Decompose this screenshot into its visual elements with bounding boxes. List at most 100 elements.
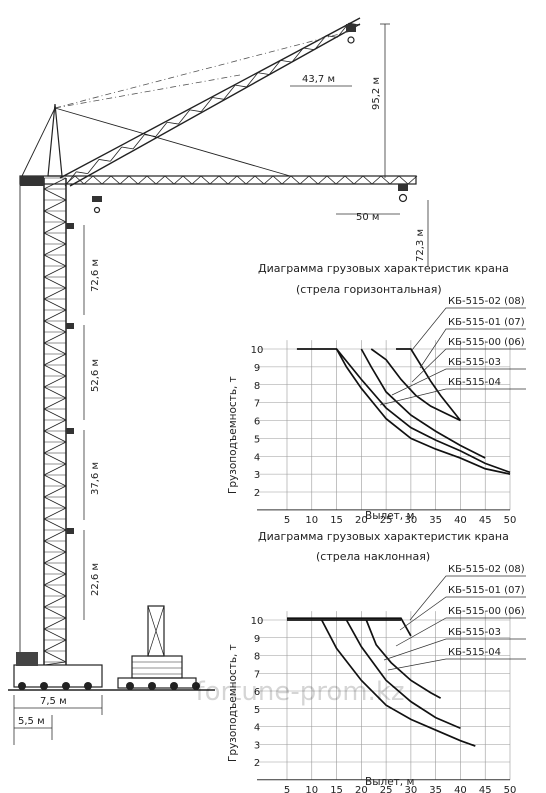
horizontal-jib-brace [299,175,310,185]
tower-brace [43,287,67,300]
legend-entry: КБ-515-01 (07) [448,585,525,596]
horizontal-jib-brace [380,175,391,185]
height-inclined-label: 95,2 м [371,77,382,110]
base-width-label: 5,5 м [18,716,45,727]
inclined-jib-lattice [64,22,361,187]
inclined-jib-bottom-chord [69,23,361,187]
tower-brace [43,188,67,201]
tower-brace [43,276,67,289]
tower-brace [43,265,67,278]
tower-brace [43,243,67,256]
inclined-jib-top-chord [59,17,361,179]
inclined-jib-brace [189,109,202,113]
horizontal-jib-brace [254,175,265,185]
y-tick-label: 3 [254,740,260,751]
tower-brace [43,584,67,597]
tower-brace [43,254,67,267]
tower-height-1-label: 72,6 м [90,259,101,292]
watermark-text: fortune-prom.kz [195,677,404,707]
legend-entry: КБ-515-02 (08) [448,564,525,575]
x-tick-label: 40 [454,515,467,526]
tower-brace [43,221,67,234]
chart-horizontal-xlabel: Вылет, м [365,510,414,522]
horizontal-jib-brace [335,175,346,185]
series-line [345,619,461,730]
tower-brace [43,375,67,388]
tower-brace [43,331,67,344]
x-tick-label: 15 [330,785,343,793]
inclined-jib-brace [76,171,88,175]
series-line [370,348,461,422]
tower-brace [43,342,67,355]
legend-leader-line [409,575,526,621]
horizontal-jib-brace [92,175,103,185]
y-tick-label: 8 [254,381,260,392]
series-line [396,348,462,422]
hook-horizontal-icon [398,193,408,203]
inclined-jib-brace [178,109,191,125]
legend-entry: КБ-515-00 (06) [448,337,525,348]
cathead [47,103,63,177]
horizontal-jib-brace [173,175,184,185]
tower-brace [43,309,67,322]
tower-platform [66,528,74,534]
counterweight-block [20,176,44,186]
hook-inclined-icon [347,36,355,44]
horizontal-jib-brace [209,175,220,185]
x-tick-label: 50 [504,785,517,793]
y-tick-label: 9 [254,363,260,374]
inclined-jib-brace [132,134,145,150]
tower-brace [43,353,67,366]
wheel-icon [18,682,26,690]
tower-brace [43,397,67,410]
y-tick-label: 10 [251,616,264,627]
legend-entry: КБ-515-04 [448,647,501,658]
horizontal-jib-brace [137,175,148,185]
y-tick-label: 4 [254,452,260,463]
inclined-jib-brace [98,159,111,162]
y-tick-label: 4 [254,723,260,734]
horizontal-jib-brace [344,175,355,185]
y-tick-label: 2 [254,488,260,499]
tower-brace [43,617,67,630]
inclined-jib-brace [246,72,259,88]
chart-inclined-title: Диаграмма грузовых характеристик крана [258,530,509,543]
x-tick-label: 25 [380,515,393,526]
legend-leader-line [391,368,526,396]
horizontal-jib-brace [236,175,247,185]
tower-brace [43,639,67,652]
tower-brace [43,441,67,454]
horizontal-jib-brace [398,175,409,185]
crane-side-view [117,605,197,689]
series-line [365,619,442,699]
inclined-jib-brace [110,146,123,162]
chart-inclined-xlabel: Вылет, м [365,776,414,788]
tower-brace [43,419,67,432]
x-tick-label: 40 [454,785,467,793]
horizontal-jib-brace [407,175,418,185]
legend-entry: КБ-515-01 (07) [448,317,525,328]
horizontal-jib-brace [290,175,301,185]
tower-brace [43,232,67,245]
load-chart-horizontal: Диаграмма грузовых характеристик крана (… [227,262,526,526]
horizontal-jib-brace [155,175,166,185]
x-tick-label: 45 [479,515,492,526]
series-line [287,617,412,637]
tower-brace [43,551,67,564]
y-tick-label: 8 [254,652,260,663]
tower-brace [43,210,67,223]
jib-reach-horizontal-label: 50 м [356,212,379,223]
horizontal-jib-brace [191,175,202,185]
x-tick-label: 45 [479,785,492,793]
tower-height-2-label: 52,6 м [90,359,101,392]
horizontal-jib-brace [119,175,130,185]
jib-reach-inclined-label: 43,7 м [302,74,335,85]
inclined-jib-brace [121,146,134,150]
tower-brace [43,573,67,586]
tower-brace [43,540,67,553]
inclined-jib-brace [155,122,168,137]
tower-brace [43,320,67,333]
horizontal-jib-stay [54,107,291,177]
chart-horizontal-ylabel: Грузоподъемность, т [227,376,239,494]
tower-brace [43,496,67,509]
